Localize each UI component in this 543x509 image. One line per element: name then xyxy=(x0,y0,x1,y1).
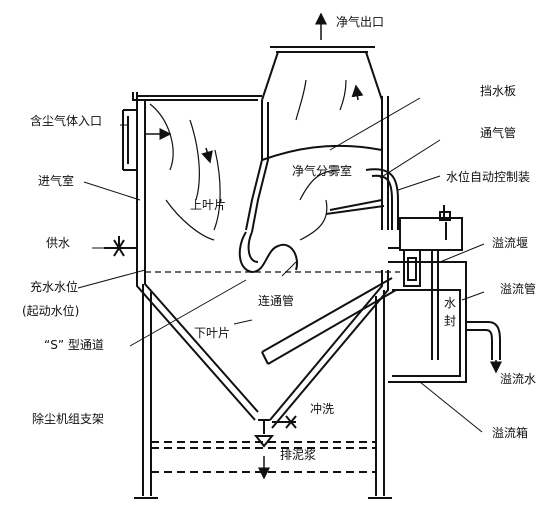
label-start-level: (起动水位) xyxy=(22,304,80,318)
label-fill-level: 充水水位 xyxy=(30,280,79,294)
label-vent-pipe: 通气管 xyxy=(480,126,517,140)
upper-blade xyxy=(238,100,298,274)
demist-chamber-baffle xyxy=(261,144,399,230)
label-lower-blade: 下叶片 xyxy=(194,326,231,340)
label-auto-level-device: 水位自动控制装 xyxy=(446,170,531,184)
flow-arrows xyxy=(144,12,502,480)
leader-lines xyxy=(77,97,485,433)
clean-gas-outlet-hood xyxy=(261,46,383,101)
label-water-supply: 供水 xyxy=(46,236,71,250)
overflow-pipe xyxy=(466,321,501,360)
label-water-seal-1: 水 xyxy=(444,296,457,310)
label-demist-chamber: 净气分雾室 xyxy=(292,164,353,178)
label-water-baffle: 挡水板 xyxy=(480,84,517,98)
label-flush: 冲洗 xyxy=(310,402,335,416)
label-overflow-tank: 溢流箱 xyxy=(492,426,529,440)
label-water-seal-2: 封 xyxy=(444,314,457,328)
water-supply-valve xyxy=(104,236,137,257)
label-connecting-pipe: 连通管 xyxy=(258,294,295,308)
support-frame xyxy=(134,284,392,499)
label-overflow-weir: 溢流堰 xyxy=(492,236,529,250)
main-housing xyxy=(132,92,389,429)
label-s-channel: “S” 型通道 xyxy=(44,338,104,352)
connecting-pipe xyxy=(261,277,397,365)
label-overflow-pipe: 溢流管 xyxy=(500,282,537,296)
label-upper-blade: 上叶片 xyxy=(190,198,227,212)
label-clean-gas-outlet: 净气出口 xyxy=(336,15,385,29)
label-sludge-drain: 排泥浆 xyxy=(280,448,317,462)
label-inlet-chamber: 进气室 xyxy=(38,174,75,188)
auto-level-device xyxy=(399,205,463,251)
label-dust-inlet: 含尘气体入口 xyxy=(30,114,103,128)
label-overflow-water: 溢流水 xyxy=(500,372,537,386)
label-support-frame: 除尘机组支架 xyxy=(32,412,105,426)
inlet-flange xyxy=(122,109,137,171)
